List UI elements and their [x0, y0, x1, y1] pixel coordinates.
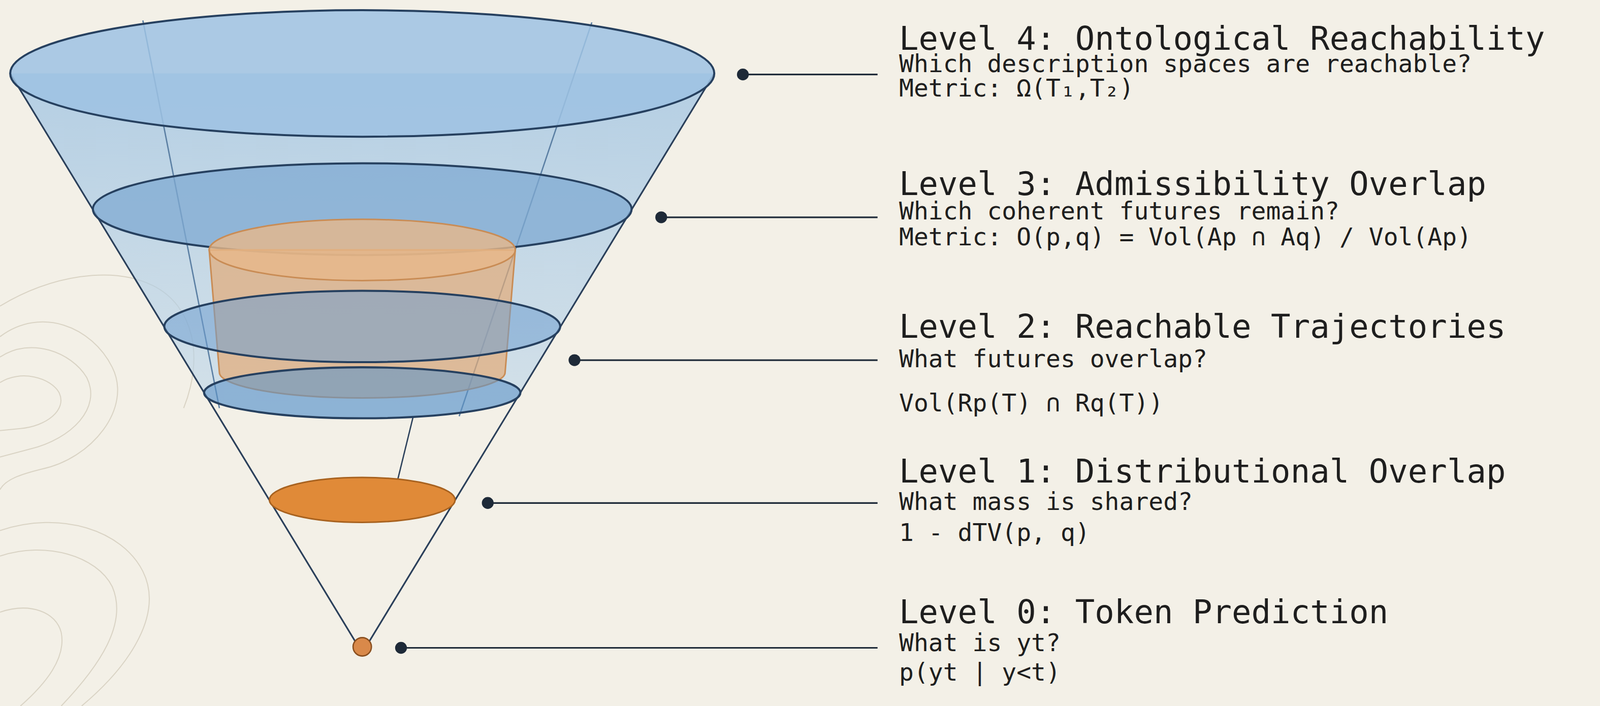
leader-dot: [656, 212, 667, 223]
level-metric: Vol(Rp(T) ∩ Rq(T)): [899, 388, 1164, 419]
contour-lines: [0, 275, 195, 706]
leader-dot: [482, 497, 493, 508]
leader-line: [743, 73, 878, 76]
level-heading: Level 1: Distributional Overlap: [899, 452, 1506, 492]
level-4-disc: [10, 10, 715, 137]
level-2-disc: [164, 290, 560, 363]
level-1-disc: [269, 477, 456, 523]
level-metric: Metric: O(p,q) = Vol(Ap ∩ Aq) / Vol(Ap): [899, 222, 1472, 252]
leader-dot: [569, 355, 580, 366]
level-question: Which coherent futures remain?: [899, 196, 1340, 227]
leader-line: [661, 216, 878, 218]
leader-dot: [395, 642, 406, 653]
level-question: What mass is shared?: [899, 487, 1193, 517]
leader-dot: [737, 69, 748, 80]
level-metric: p(yt | y<t): [899, 657, 1061, 688]
admissibility-cylinder-top: [209, 219, 516, 281]
level-heading: Level 2: Reachable Trajectories: [899, 307, 1506, 347]
level-heading: Level 0: Token Prediction: [899, 592, 1389, 632]
level-question: What futures overlap?: [899, 344, 1208, 374]
level-question: What is yt?: [899, 628, 1061, 658]
level-2-disc: [204, 367, 521, 419]
level-metric: 1 - dTV(p, q): [899, 518, 1091, 548]
leader-line: [487, 502, 878, 504]
leader-line: [574, 359, 878, 361]
leader-line: [401, 647, 878, 649]
level-metric: Metric: Ω(T₁,T₂): [899, 73, 1134, 104]
apex-point: [353, 637, 372, 656]
